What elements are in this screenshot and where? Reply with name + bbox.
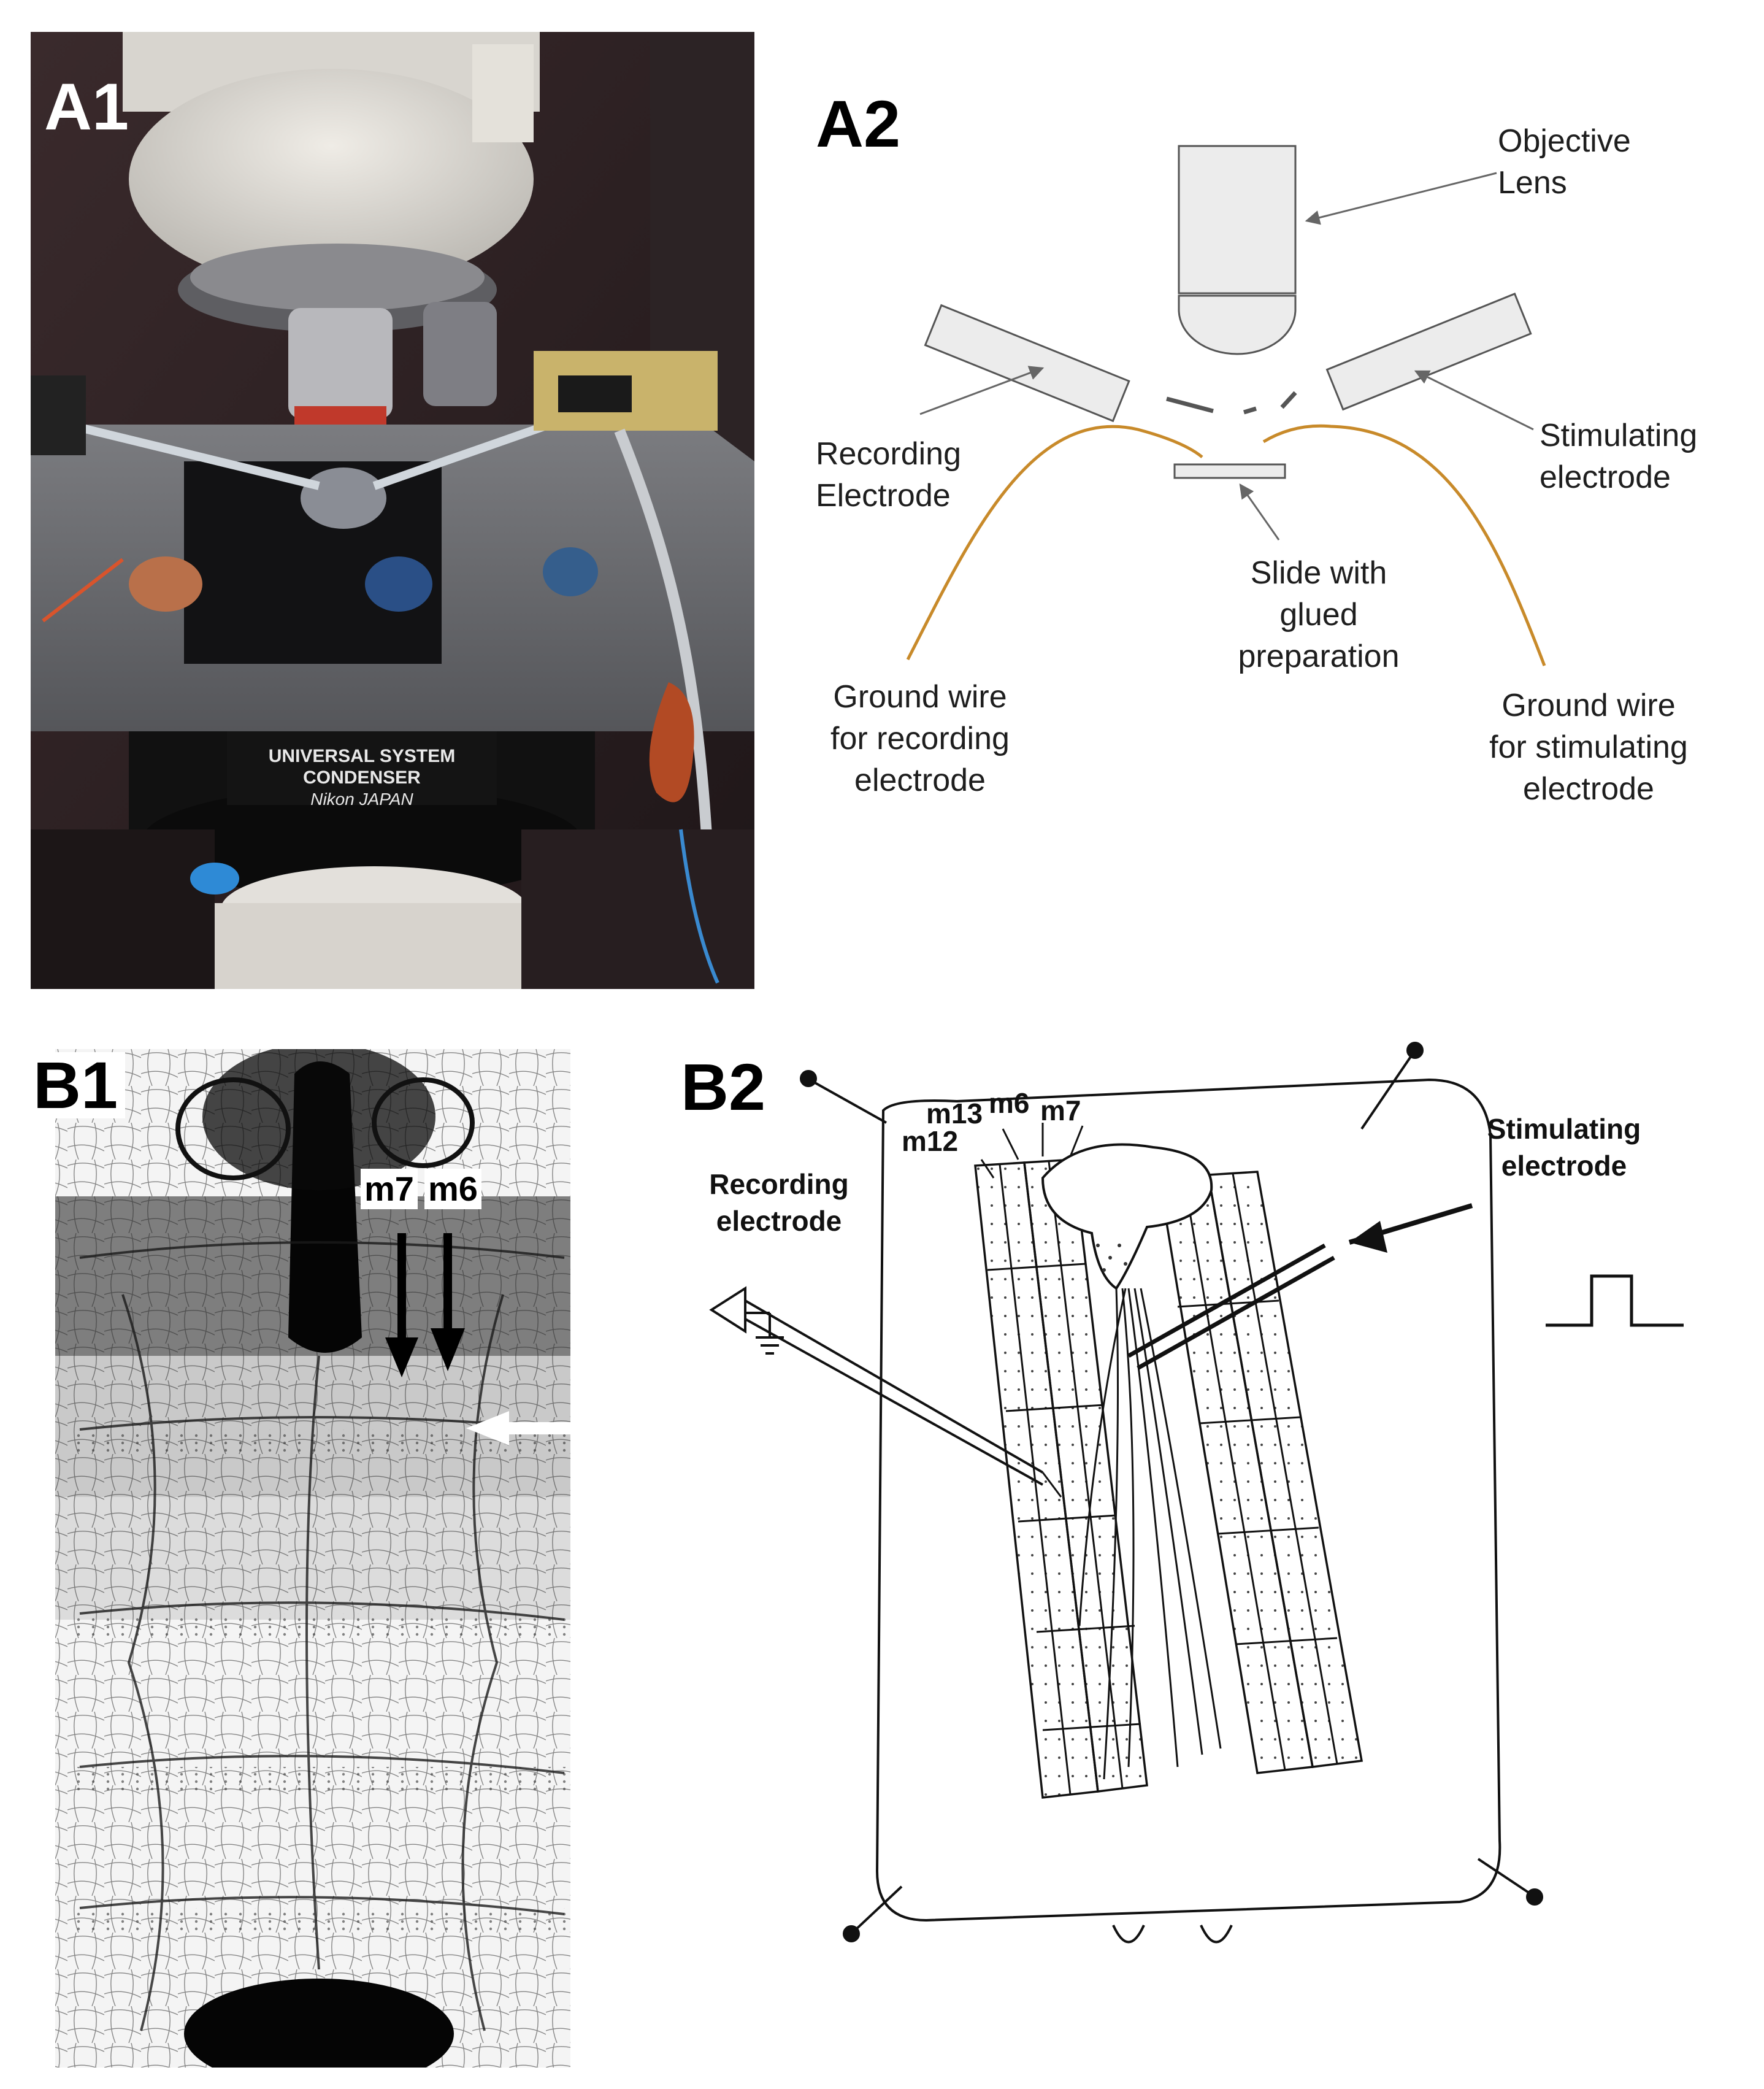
recording-electrode-b2 [709, 1286, 1062, 1498]
label-m6-b2: m6 [989, 1087, 1030, 1119]
label-m12: m12 [902, 1125, 959, 1157]
panel-label-b1: B1 [31, 1052, 126, 1118]
label-m13: m13 [926, 1098, 983, 1129]
panel-label-a1: A1 [44, 69, 129, 144]
ground-wire-stimulating [1262, 424, 1546, 666]
recording-electrode-shape [924, 304, 1130, 423]
panel-a1-photo: UNIVERSAL SYSTEM CONDENSER Nikon JAPAN [31, 32, 754, 989]
stimulus-pulse [1546, 1274, 1684, 1327]
muscle-column-right [1157, 1171, 1363, 1774]
photo-condenser-text-3: Nikon JAPAN [310, 790, 413, 809]
label-b1-m7: m7 [361, 1169, 418, 1209]
objective-lens-body [1178, 145, 1297, 294]
panel-label-b2: B2 [681, 1050, 766, 1124]
label-b1-m6: m6 [424, 1169, 481, 1209]
panel-a2-diagram [906, 145, 1546, 666]
stimulating-electrode-shape [1325, 292, 1532, 411]
stimulating-electrode-b2 [1127, 1243, 1335, 1371]
panel-b2-diagram [709, 1042, 1684, 1944]
panel-label-a2: A2 [816, 87, 901, 161]
photo-condenser-text-2: CONDENSER [303, 768, 421, 788]
photo-condenser-text-1: UNIVERSAL SYSTEM [269, 746, 456, 766]
panel-b1-image [31, 1049, 595, 2068]
ground-wire-recording [906, 425, 1203, 661]
pins [800, 1042, 1543, 1942]
slide-shape [1173, 463, 1286, 479]
label-m7-b2: m7 [1040, 1095, 1081, 1126]
cns-shape [1041, 1143, 1213, 1290]
larva-outline [875, 1078, 1501, 1922]
objective-lens-front [1178, 294, 1297, 355]
